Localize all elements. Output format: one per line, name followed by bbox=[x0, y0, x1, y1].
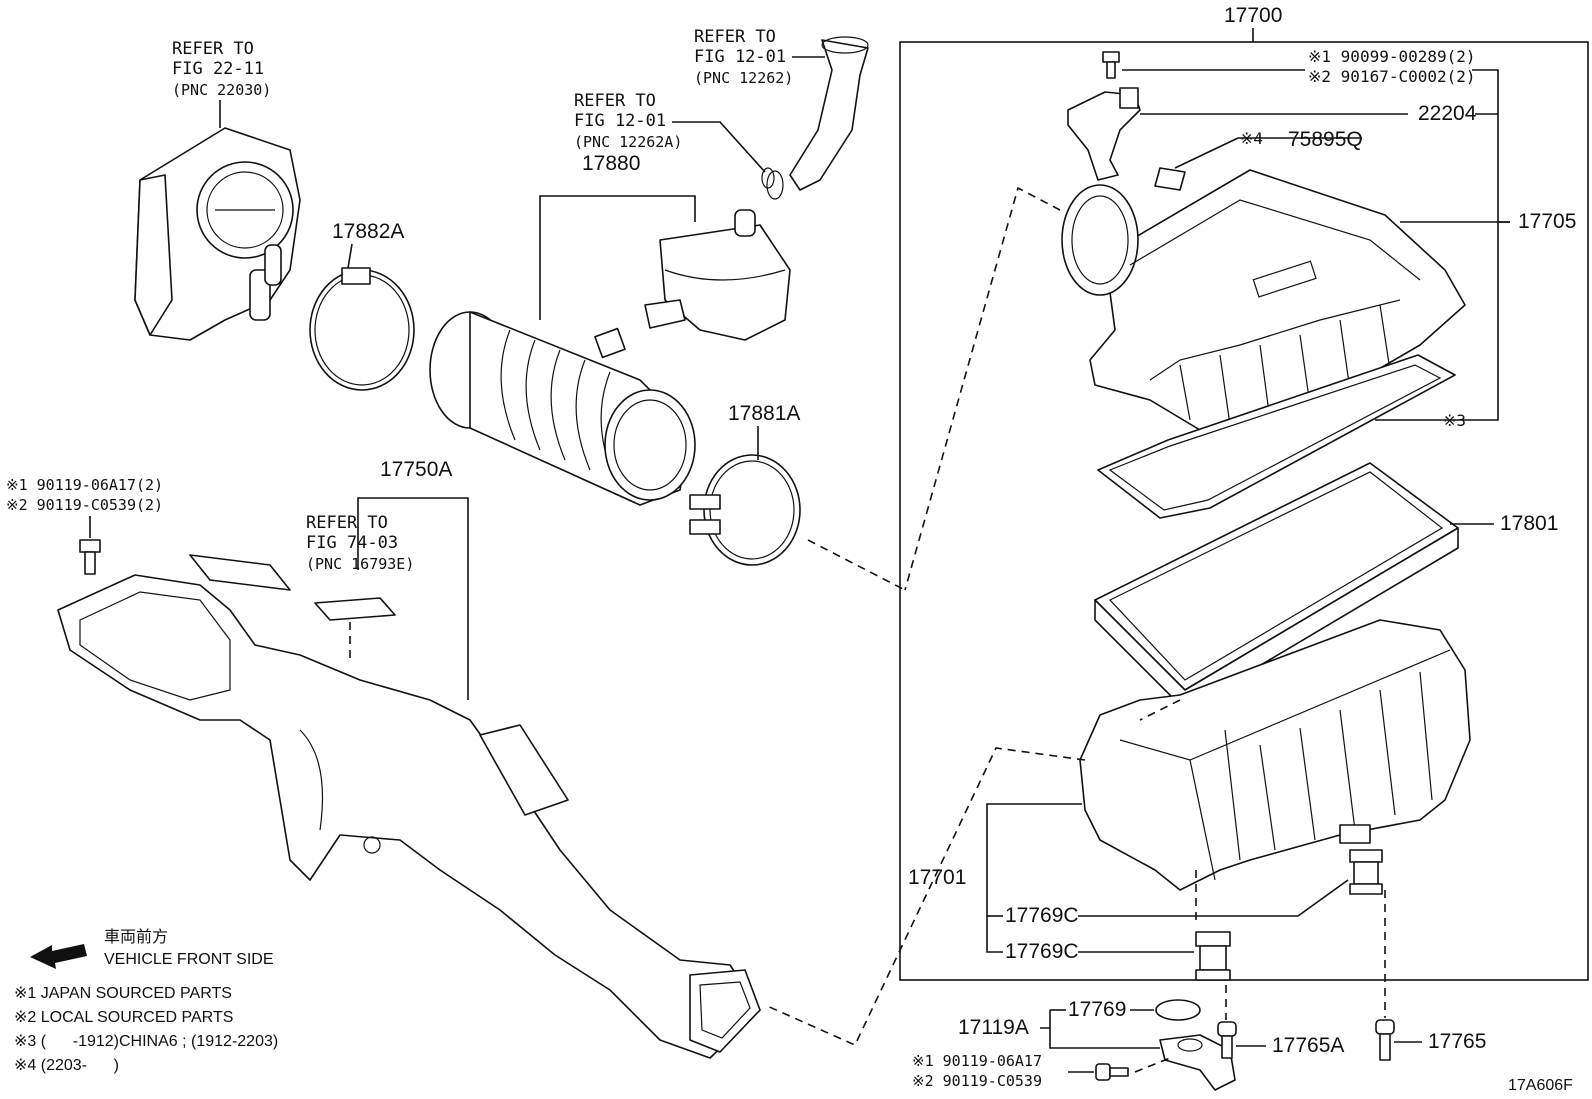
label-group-17750A: 17750A bbox=[357, 458, 469, 700]
label-17769[interactable]: 17769 bbox=[1068, 998, 1126, 1021]
right-bracket-lines: ※3 bbox=[1375, 69, 1510, 430]
ref-hose-line1: REFER TO bbox=[694, 27, 776, 47]
label-17701[interactable]: 17701 bbox=[908, 866, 966, 889]
bolt-left-2: ※2 90119-C0539(2) bbox=[6, 496, 163, 514]
ref-throttle-line1: REFER TO bbox=[172, 39, 254, 59]
label-17750A[interactable]: 17750A bbox=[380, 458, 452, 481]
ref-clip-line2: FIG 12-01 bbox=[574, 111, 666, 131]
label-17801[interactable]: 17801 bbox=[1500, 512, 1558, 535]
legend-front-jp: 車両前方 bbox=[104, 928, 168, 946]
clamp-17881A: 17881A bbox=[689, 402, 801, 566]
label-22204[interactable]: 22204 bbox=[1418, 102, 1477, 125]
bolt-left: ※1 90119-06A17(2) ※2 90119-C0539(2) bbox=[6, 476, 163, 575]
label-part-75895Q: ※4 75895Q bbox=[1154, 128, 1363, 191]
label-17765A[interactable]: 17765A bbox=[1272, 1034, 1344, 1057]
assembly-17700-frame: 17700 bbox=[899, 4, 1589, 981]
legend-note-1: ※1 JAPAN SOURCED PARTS bbox=[14, 985, 232, 1002]
ref-hose-line3: (PNC 12262) bbox=[694, 69, 793, 87]
arrow-left-icon bbox=[30, 944, 87, 969]
sensor-22204: 22204 bbox=[1067, 87, 1477, 181]
plug-17765A: 17765A bbox=[1217, 985, 1344, 1059]
label-17705[interactable]: 17705 bbox=[1518, 210, 1576, 233]
breather-hose-ref: REFER TO FIG 12-01 (PNC 12262) bbox=[694, 27, 869, 191]
screw-top: ※1 90099-00289(2) ※2 90167-C0002(2) bbox=[1102, 47, 1476, 86]
label-75895Q[interactable]: 75895Q bbox=[1288, 128, 1363, 151]
label-group-17705: 17705 bbox=[1400, 210, 1576, 233]
mark-4: ※4 bbox=[1240, 129, 1263, 148]
mark-3: ※3 bbox=[1443, 411, 1466, 430]
clamp-17882A: 17882A bbox=[309, 220, 415, 391]
ref-throttle-line3: (PNC 22030) bbox=[172, 81, 271, 99]
legend-note-2: ※2 LOCAL SOURCED PARTS bbox=[14, 1009, 233, 1026]
hose-clip-ref: REFER TO FIG 12-01 (PNC 12262A) bbox=[574, 91, 784, 200]
ref-clip-line1: REFER TO bbox=[574, 91, 656, 111]
grommet-17769: 17769 bbox=[1050, 998, 1201, 1021]
label-17881A[interactable]: 17881A bbox=[728, 402, 800, 425]
bolt-bottom: ※1 90119-06A17 ※2 90119-C0539 bbox=[912, 1052, 1171, 1090]
filter-17801: 17801 bbox=[1094, 462, 1558, 711]
ref-duct-line3: (PNC 16793E) bbox=[306, 555, 414, 573]
bolt-top-right-2: ※2 90167-C0002(2) bbox=[1308, 67, 1476, 86]
intake-hose-17880 bbox=[429, 311, 696, 506]
grommet-17769C-right: 17769C bbox=[987, 849, 1383, 927]
label-17882A[interactable]: 17882A bbox=[332, 220, 404, 243]
label-17769C-a[interactable]: 17769C bbox=[1005, 904, 1079, 927]
figure-id: 17A606F bbox=[1508, 1077, 1573, 1094]
gasket bbox=[1097, 354, 1456, 519]
label-group-17701: 17701 bbox=[908, 803, 1082, 953]
label-17765[interactable]: 17765 bbox=[1428, 1030, 1486, 1053]
lower-case-17701 bbox=[1079, 619, 1471, 891]
duct-label-ref: REFER TO FIG 74-03 (PNC 16793E) bbox=[306, 513, 414, 660]
grommet-17769C-left: 17769C bbox=[1005, 931, 1231, 981]
upper-case-17705 bbox=[1061, 169, 1466, 431]
throttle-body-illustration bbox=[134, 127, 301, 341]
bolt-top-right-1: ※1 90099-00289(2) bbox=[1308, 47, 1476, 66]
ref-duct-line2: FIG 74-03 bbox=[306, 533, 398, 553]
bracket-17119A: 17119A bbox=[958, 1010, 1236, 1091]
resonator-part bbox=[644, 209, 791, 341]
legend: 車両前方 VEHICLE FRONT SIDE ※1 JAPAN SOURCED… bbox=[14, 928, 278, 1074]
ref-duct-line1: REFER TO bbox=[306, 513, 388, 533]
label-17119A[interactable]: 17119A bbox=[958, 1016, 1029, 1039]
bolt-bottom-1: ※1 90119-06A17 bbox=[912, 1052, 1042, 1070]
label-group-17880: 17880 bbox=[539, 152, 696, 320]
dashed-connectors bbox=[764, 186, 1197, 1047]
legend-note-4: ※4 (2203- ) bbox=[14, 1057, 119, 1074]
plug-17765: 17765 bbox=[1375, 890, 1486, 1061]
legend-note-3: ※3 ( -1912)CHINA6 ; (1912-2203) bbox=[14, 1033, 278, 1050]
ref-throttle-line2: FIG 22-11 bbox=[172, 59, 264, 79]
label-17700[interactable]: 17700 bbox=[1224, 4, 1282, 27]
label-17769C-b[interactable]: 17769C bbox=[1005, 940, 1079, 963]
bolt-bottom-2: ※2 90119-C0539 bbox=[912, 1072, 1042, 1090]
legend-front-en: VEHICLE FRONT SIDE bbox=[104, 951, 274, 968]
ref-hose-line2: FIG 12-01 bbox=[694, 47, 786, 67]
bolt-left-1: ※1 90119-06A17(2) bbox=[6, 476, 163, 494]
ref-clip-line3: (PNC 12262A) bbox=[574, 133, 682, 151]
throttle-reference: REFER TO FIG 22-11 (PNC 22030) bbox=[172, 39, 271, 128]
intake-duct-17750A bbox=[57, 554, 761, 1059]
label-17880[interactable]: 17880 bbox=[582, 152, 640, 175]
